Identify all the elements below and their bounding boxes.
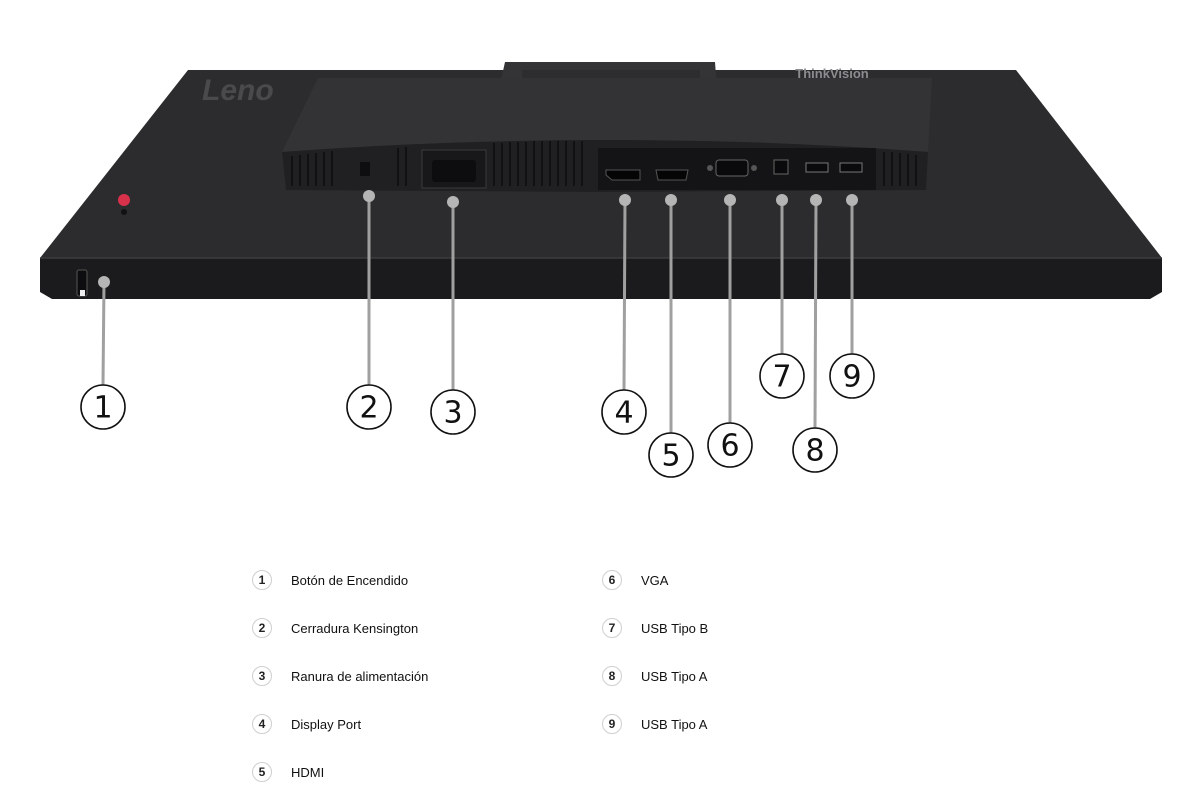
vent-slots-middle — [493, 141, 583, 186]
callout-anchor-dot — [810, 194, 822, 206]
legend-label: Ranura de alimentación — [291, 668, 429, 684]
legend-label: USB Tipo B — [641, 620, 709, 636]
legend-label: Display Port — [291, 716, 362, 732]
kensington-slot — [360, 162, 370, 176]
callout-number: 1 — [93, 391, 112, 426]
callout-circle — [601, 389, 647, 435]
legend-number: 9 — [602, 714, 622, 734]
callout-number: 5 — [661, 439, 680, 474]
callout-anchor-dot — [724, 194, 736, 206]
legend-number: 5 — [252, 762, 272, 782]
legend-number: 1 — [252, 570, 272, 590]
legend-item: 2 Cerradura Kensington — [252, 617, 418, 639]
legend-number: 2 — [252, 618, 272, 638]
callout-anchor-dot — [619, 194, 631, 206]
legend-number: 4 — [252, 714, 272, 734]
callout-leader-line — [813, 199, 818, 429]
vent-slots-left — [291, 147, 407, 186]
callout-number: 9 — [842, 360, 861, 395]
callout-circle — [430, 389, 476, 435]
legend-label: Botón de Encendido — [291, 572, 409, 588]
monitor-front-edge — [40, 258, 1162, 299]
callout-anchor-dot — [363, 190, 375, 202]
legend-label: USB Tipo A — [641, 668, 708, 684]
callout-anchor-dot — [447, 196, 459, 208]
legend-item: 7 USB Tipo B — [602, 617, 708, 639]
power-button — [118, 194, 130, 206]
legend-label: Cerradura Kensington — [291, 620, 419, 636]
monitor-rear-diagram: Leno ThinkVision — [40, 62, 1162, 478]
callout-anchor-dot — [98, 276, 110, 288]
displayport-port — [605, 169, 641, 181]
callout-circle — [80, 384, 126, 430]
callout-anchor-dot — [776, 194, 788, 206]
legend-number: 8 — [602, 666, 622, 686]
hdmi-port — [655, 169, 689, 181]
callout-number: 6 — [720, 429, 739, 464]
legend-number: 6 — [602, 570, 622, 590]
callout-circle — [648, 432, 694, 478]
legend-item: 4 Display Port — [252, 713, 361, 735]
callout-number: 8 — [805, 434, 824, 469]
callout-leader-line — [101, 281, 106, 386]
legend-item: 5 HDMI — [252, 761, 324, 783]
callout-number: 2 — [359, 391, 378, 426]
brand-logo-text: Leno — [202, 74, 274, 107]
legend-number: 7 — [602, 618, 622, 638]
legend-number: 3 — [252, 666, 272, 686]
callout-circle — [707, 422, 753, 468]
rear-housing — [282, 78, 932, 152]
legend-label: USB Tipo A — [641, 716, 708, 732]
legend-item: 9 USB Tipo A — [602, 713, 707, 735]
callout-number: 7 — [772, 360, 791, 395]
usb-b-port — [773, 159, 789, 175]
callout-circle — [829, 353, 875, 399]
usb-a-port-1 — [805, 162, 829, 173]
legend-label: VGA — [641, 572, 669, 588]
callout-anchor-dot — [846, 194, 858, 206]
callout-anchor-dot — [665, 194, 677, 206]
legend-label: HDMI — [291, 764, 325, 780]
usb-a-port-2 — [839, 162, 863, 173]
legend-item: 6 VGA — [602, 569, 668, 591]
legend-item: 3 Ranura de alimentación — [252, 665, 428, 687]
callout-circle — [346, 384, 392, 430]
callout-number: 3 — [443, 396, 462, 431]
callout-leaders — [98, 190, 858, 433]
model-logo-text: ThinkVision — [795, 66, 868, 81]
callout-number: 4 — [614, 396, 633, 431]
legend-item: 1 Botón de Encendido — [252, 569, 408, 591]
callout-leader-line — [622, 199, 627, 391]
vga-port — [715, 159, 749, 177]
callout-circle — [759, 353, 805, 399]
callout-circle — [792, 427, 838, 473]
vent-slots-right — [883, 152, 917, 186]
legend-item: 8 USB Tipo A — [602, 665, 707, 687]
